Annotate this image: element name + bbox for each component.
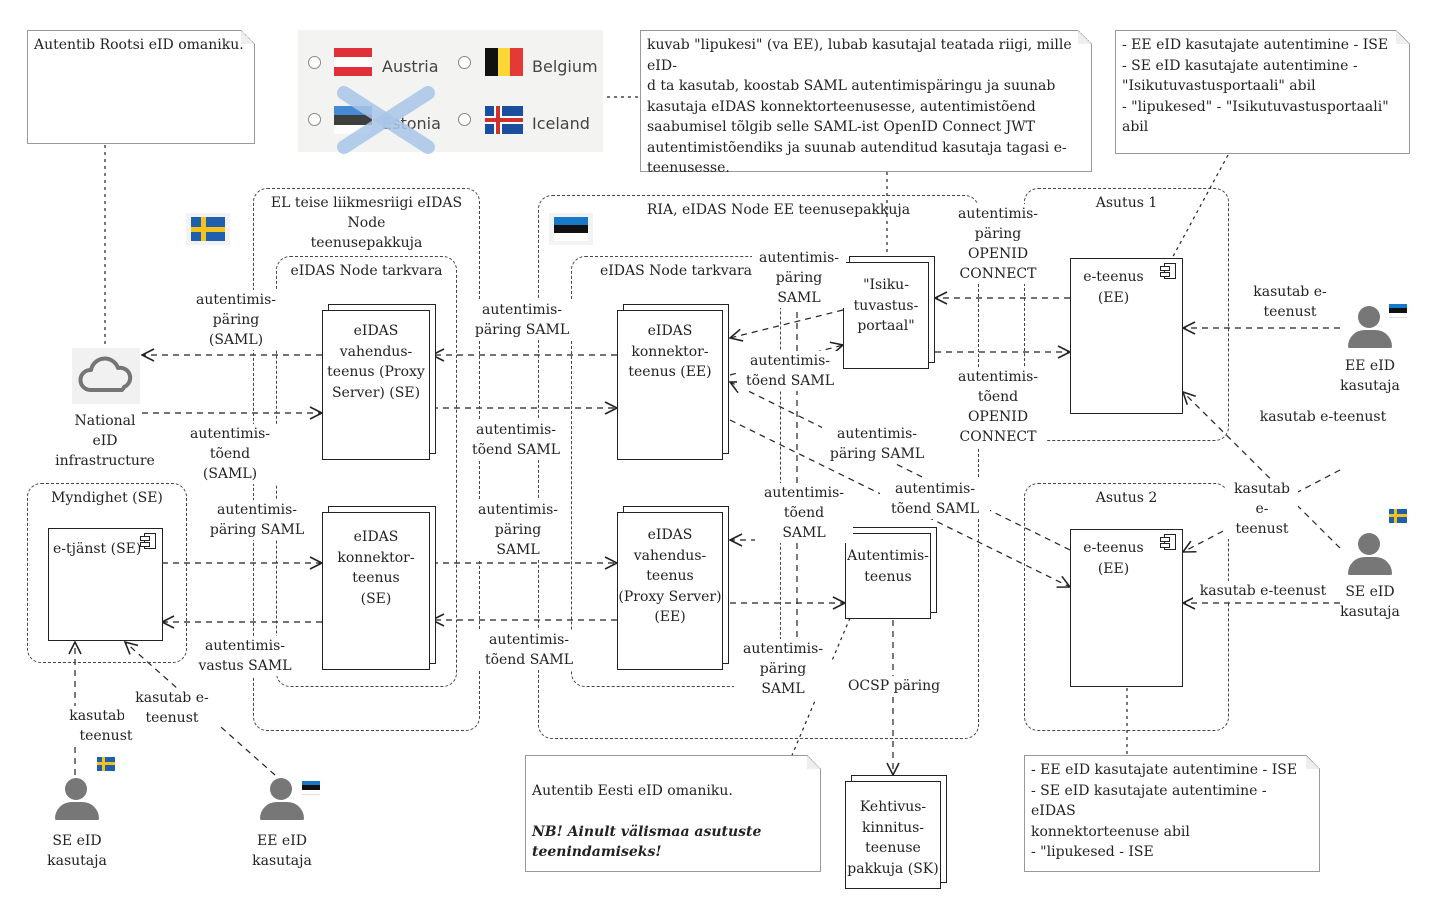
frame-ria: RIA, eIDAS Node EE teenusepakkuja <box>538 195 979 739</box>
node-se-connector: eIDAS konnektor- teenus (SE) <box>322 512 430 670</box>
frame-el-node-sw-title: eIDAS Node tarkvara <box>290 263 443 279</box>
frame-el-member-title: EL teise liikmesriigi eIDAS Node teenuse… <box>270 195 463 251</box>
frame-myndighet-title: Myndighet (SE) <box>51 490 163 506</box>
picker-label-belgium: Belgium <box>532 57 598 76</box>
component-eteenus2: e-teenus (EE) <box>1070 529 1183 687</box>
cloud-icon <box>72 348 140 404</box>
component-icon <box>1160 263 1176 279</box>
actor-ee-bottom-icon <box>258 778 306 822</box>
frame-myndighet: Myndighet (SE) <box>27 483 187 663</box>
edge-label: autentimis- päring OPENID CONNECT <box>949 204 1047 284</box>
flag-austria-icon <box>334 48 372 76</box>
national-eid-label: National eID infrastructure <box>55 413 155 469</box>
edge-label: OCSP päring <box>844 676 944 696</box>
edge-label: kasutab e- teenust <box>1240 282 1340 322</box>
note-ee-owner-line1: Autentib Eesti eID omaniku. <box>532 782 733 799</box>
actor-se-right-label: SE eID kasutaja <box>1340 584 1400 620</box>
edge-label: autentimis- päring SAML <box>203 500 311 540</box>
edge-label: autentimis- päring SAML <box>468 500 568 560</box>
component-eteenus1: e-teenus (EE) <box>1070 258 1183 414</box>
picker-label-iceland: Iceland <box>532 114 590 133</box>
note-se-owner: Autentib Rootsi eID omaniku. <box>27 30 255 144</box>
edge-label: autentimis- tõend SAML <box>755 483 853 543</box>
actor-ee-right-label: EE eID kasutaja <box>1340 358 1400 394</box>
ee-flag-small-icon <box>1389 304 1407 318</box>
edge-label: autentimis- tõend SAML <box>475 630 583 670</box>
edge-label: autentimis- tõend SAML <box>737 351 843 391</box>
edge-label: kasutab e- teenust <box>1226 479 1298 539</box>
frame-asutus2-title: Asutus 2 <box>1095 490 1158 506</box>
ee-flag-icon <box>549 213 593 245</box>
country-picker: Austria Belgium Estonia Iceland <box>298 30 603 154</box>
edge-label: kasutab e-teenust <box>1253 407 1393 427</box>
note-ee-portal: kuvab "lipukesi" (va EE), lubab kasutaja… <box>640 30 1092 176</box>
component-eteenus1-label: e-teenus (EE) <box>1083 269 1144 306</box>
edge-label: autentimis- päring (SAML) <box>186 290 286 350</box>
cross-out-icon <box>337 86 435 154</box>
note-asutus2: - EE eID kasutajate autentimine - ISE - … <box>1024 755 1320 872</box>
note-ee-owner-line2: NB! Ainult välismaa asutuste teenindamis… <box>532 823 762 861</box>
edge-label: autentimis- tõend (SAML) <box>180 424 280 484</box>
node-ee-connector: eIDAS konnektor- teenus (EE) <box>617 310 723 460</box>
frame-asutus2: Asutus 2 <box>1024 483 1229 731</box>
radio-estonia[interactable] <box>308 113 321 126</box>
edge-label: autentimis- päring SAML <box>468 300 576 340</box>
edge-label: kasutab e-teenust <box>1193 581 1333 601</box>
ee-flag-small-icon <box>302 781 320 795</box>
note-ee-owner: Autentib Eesti eID omaniku. NB! Ainult v… <box>525 755 821 872</box>
radio-iceland[interactable] <box>458 113 471 126</box>
edge-label: autentimis- päring SAML <box>752 248 846 308</box>
node-auth-service: Autentimis- teenus <box>845 533 931 619</box>
node-portal: "Isiku- tuvastus- portaal" <box>843 262 929 369</box>
actor-se-bottom-label: SE eID kasutaja <box>47 833 107 869</box>
frame-ria-title: RIA, eIDAS Node EE teenusepakkuja <box>646 202 911 218</box>
component-icon <box>140 533 156 549</box>
se-flag-small-icon <box>97 757 115 771</box>
frame-ria-node-sw: eIDAS Node tarkvara <box>571 256 781 687</box>
edge-label: autentimis- vastus SAML <box>191 636 299 676</box>
se-flag-small-icon <box>1389 509 1407 523</box>
edge-label: autentimis- tõend SAML <box>462 420 570 460</box>
frame-asutus1: Asutus 1 <box>1024 188 1229 441</box>
actor-se-right-icon <box>1346 533 1394 577</box>
se-flag-icon <box>186 213 230 245</box>
node-ee-proxy: eIDAS vahendus- teenus (Proxy Server) (E… <box>617 512 723 670</box>
actor-ee-right-icon <box>1346 306 1394 350</box>
edge-label: autentimis- päring SAML <box>822 424 932 464</box>
node-se-proxy: eIDAS vahendus- teenus (Proxy Server) (S… <box>322 310 430 460</box>
actor-ee-bottom-label: EE eID kasutaja <box>252 833 312 869</box>
actor-se-bottom-icon <box>53 778 101 822</box>
component-etjanst: e-tjänst (SE) <box>48 528 163 641</box>
component-eteenus2-label: e-teenus (EE) <box>1083 540 1144 577</box>
node-sk: Kehtivus- kinnitus- teenuse pakkuja (SK) <box>845 781 941 889</box>
frame-ria-node-sw-title: eIDAS Node tarkvara <box>599 263 752 279</box>
flag-estonia-icon <box>334 106 372 134</box>
flag-iceland-icon <box>485 106 523 134</box>
edge-label: autentimis- tõend SAML <box>880 479 990 519</box>
component-etjanst-label: e-tjänst (SE) <box>53 541 142 557</box>
component-icon <box>1160 534 1176 550</box>
flag-belgium-icon <box>485 48 524 76</box>
radio-belgium[interactable] <box>458 56 471 69</box>
picker-label-austria: Austria <box>382 57 439 76</box>
edge-label: kasutab e- teenust <box>124 688 220 728</box>
note-asutus1: - EE eID kasutajate autentimine - ISE - … <box>1115 30 1410 154</box>
edge-label: autentimis- tõend OPENID CONNECT <box>949 367 1047 447</box>
radio-austria[interactable] <box>308 56 321 69</box>
edge-label: autentimis- päring SAML <box>734 639 832 699</box>
frame-asutus1-title: Asutus 1 <box>1095 195 1158 211</box>
